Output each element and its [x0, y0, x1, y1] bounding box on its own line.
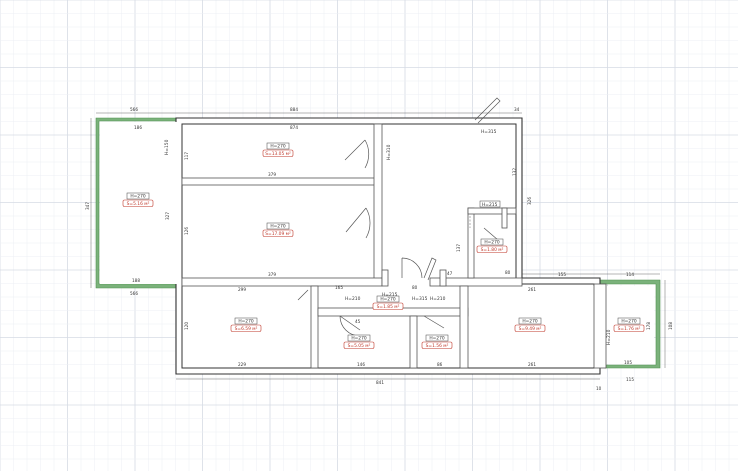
- dim-right-326: 326: [527, 197, 532, 205]
- door-h310: H=310: [386, 144, 392, 160]
- dim-right-108: 108: [668, 322, 673, 330]
- dim-132: 132: [512, 168, 517, 176]
- door-h315a: H=315: [481, 129, 497, 135]
- dim-126: 126: [184, 227, 189, 235]
- door-h210: H=210: [430, 296, 446, 302]
- dim-hall-45: 45: [355, 319, 361, 324]
- room-area: S=1.80 м²: [481, 247, 504, 253]
- dim-hall-80: 80: [412, 285, 418, 290]
- door-h215b: H=215: [382, 292, 398, 298]
- dim-120: 120: [184, 322, 189, 330]
- dim-right-178: 178: [646, 322, 651, 330]
- room-area: S=5.05 м²: [348, 343, 371, 349]
- dimension-labels: 566 884 34 186 874 379 379 188 566 299 2…: [85, 107, 673, 391]
- dim-hall-47: 47: [447, 271, 453, 276]
- dim-low-229: 229: [238, 362, 246, 367]
- dim-room2-bottom: 379: [268, 272, 276, 277]
- doors: [297, 97, 501, 337]
- door-h315b: H=315: [412, 296, 428, 302]
- dim-right-115: 115: [626, 377, 634, 382]
- room-height: H=270: [429, 336, 445, 342]
- room-height: H=270: [130, 194, 146, 200]
- room-height: H=270: [351, 336, 367, 342]
- dim-left-bottom: 188: [132, 278, 140, 283]
- dim-room1-top: 874: [290, 125, 298, 130]
- door-height-labels: H=310 H=315 H=215 H=315 H=210 H=210 H=21…: [164, 129, 612, 345]
- room-height: H=270: [270, 144, 286, 150]
- dim-top-left: 566: [130, 107, 138, 112]
- dim-low-299: 299: [238, 287, 246, 292]
- dimension-lines: [90, 112, 666, 380]
- room-height: H=270: [238, 319, 254, 325]
- dim-top-main: 884: [290, 107, 298, 112]
- room-area: S=13.05 м²: [265, 151, 291, 157]
- room-area: S=1.56 м²: [426, 343, 449, 349]
- room-height: H=270: [522, 319, 538, 325]
- room-height: H=270: [270, 224, 286, 230]
- dim-hall-165: 165: [335, 285, 343, 290]
- room-height: H=270: [484, 240, 500, 246]
- dim-balcony-left: 347: [85, 202, 90, 210]
- dim-bottom-left: 566: [130, 291, 138, 296]
- dim-small-146: 146: [357, 362, 365, 367]
- door-h210c: H=210: [606, 329, 612, 345]
- dim-bottom-small: 10: [596, 386, 602, 391]
- dim-right-105: 105: [624, 360, 632, 365]
- dim-low-261: 261: [528, 287, 536, 292]
- balcony-inner-height: 327: [165, 212, 170, 220]
- dim-137: 137: [456, 244, 461, 252]
- room-height: H=270: [621, 319, 637, 325]
- dim-low-261b: 261: [528, 362, 536, 367]
- room-area: S=5.16 м²: [127, 201, 150, 207]
- dim-top-right: 34: [514, 107, 520, 112]
- dim-bath-80: 80: [505, 270, 511, 275]
- door-h150: H=150: [164, 139, 170, 155]
- dim-left-col: 186: [134, 125, 142, 130]
- door-h215: H=215: [482, 202, 498, 208]
- interior-walls: [181, 123, 607, 369]
- room-area: S=6.59 м²: [235, 326, 258, 332]
- room-area: S=1.76 м²: [618, 326, 641, 332]
- dim-small-86: 86: [437, 362, 443, 367]
- room-area: S=9.49 м²: [519, 326, 542, 332]
- door-h210b: H=210: [345, 296, 361, 302]
- room-height: H=270: [380, 297, 396, 303]
- dim-right-114: 114: [626, 272, 634, 277]
- dim-right-155: 155: [558, 272, 566, 277]
- room-area: S=17.09 м²: [265, 231, 291, 237]
- dim-room1-bottom: 379: [268, 172, 276, 177]
- dim-bottom-total: 841: [376, 380, 384, 385]
- dim-117: 117: [184, 152, 189, 160]
- room-area: S=1.85 м²: [377, 304, 400, 310]
